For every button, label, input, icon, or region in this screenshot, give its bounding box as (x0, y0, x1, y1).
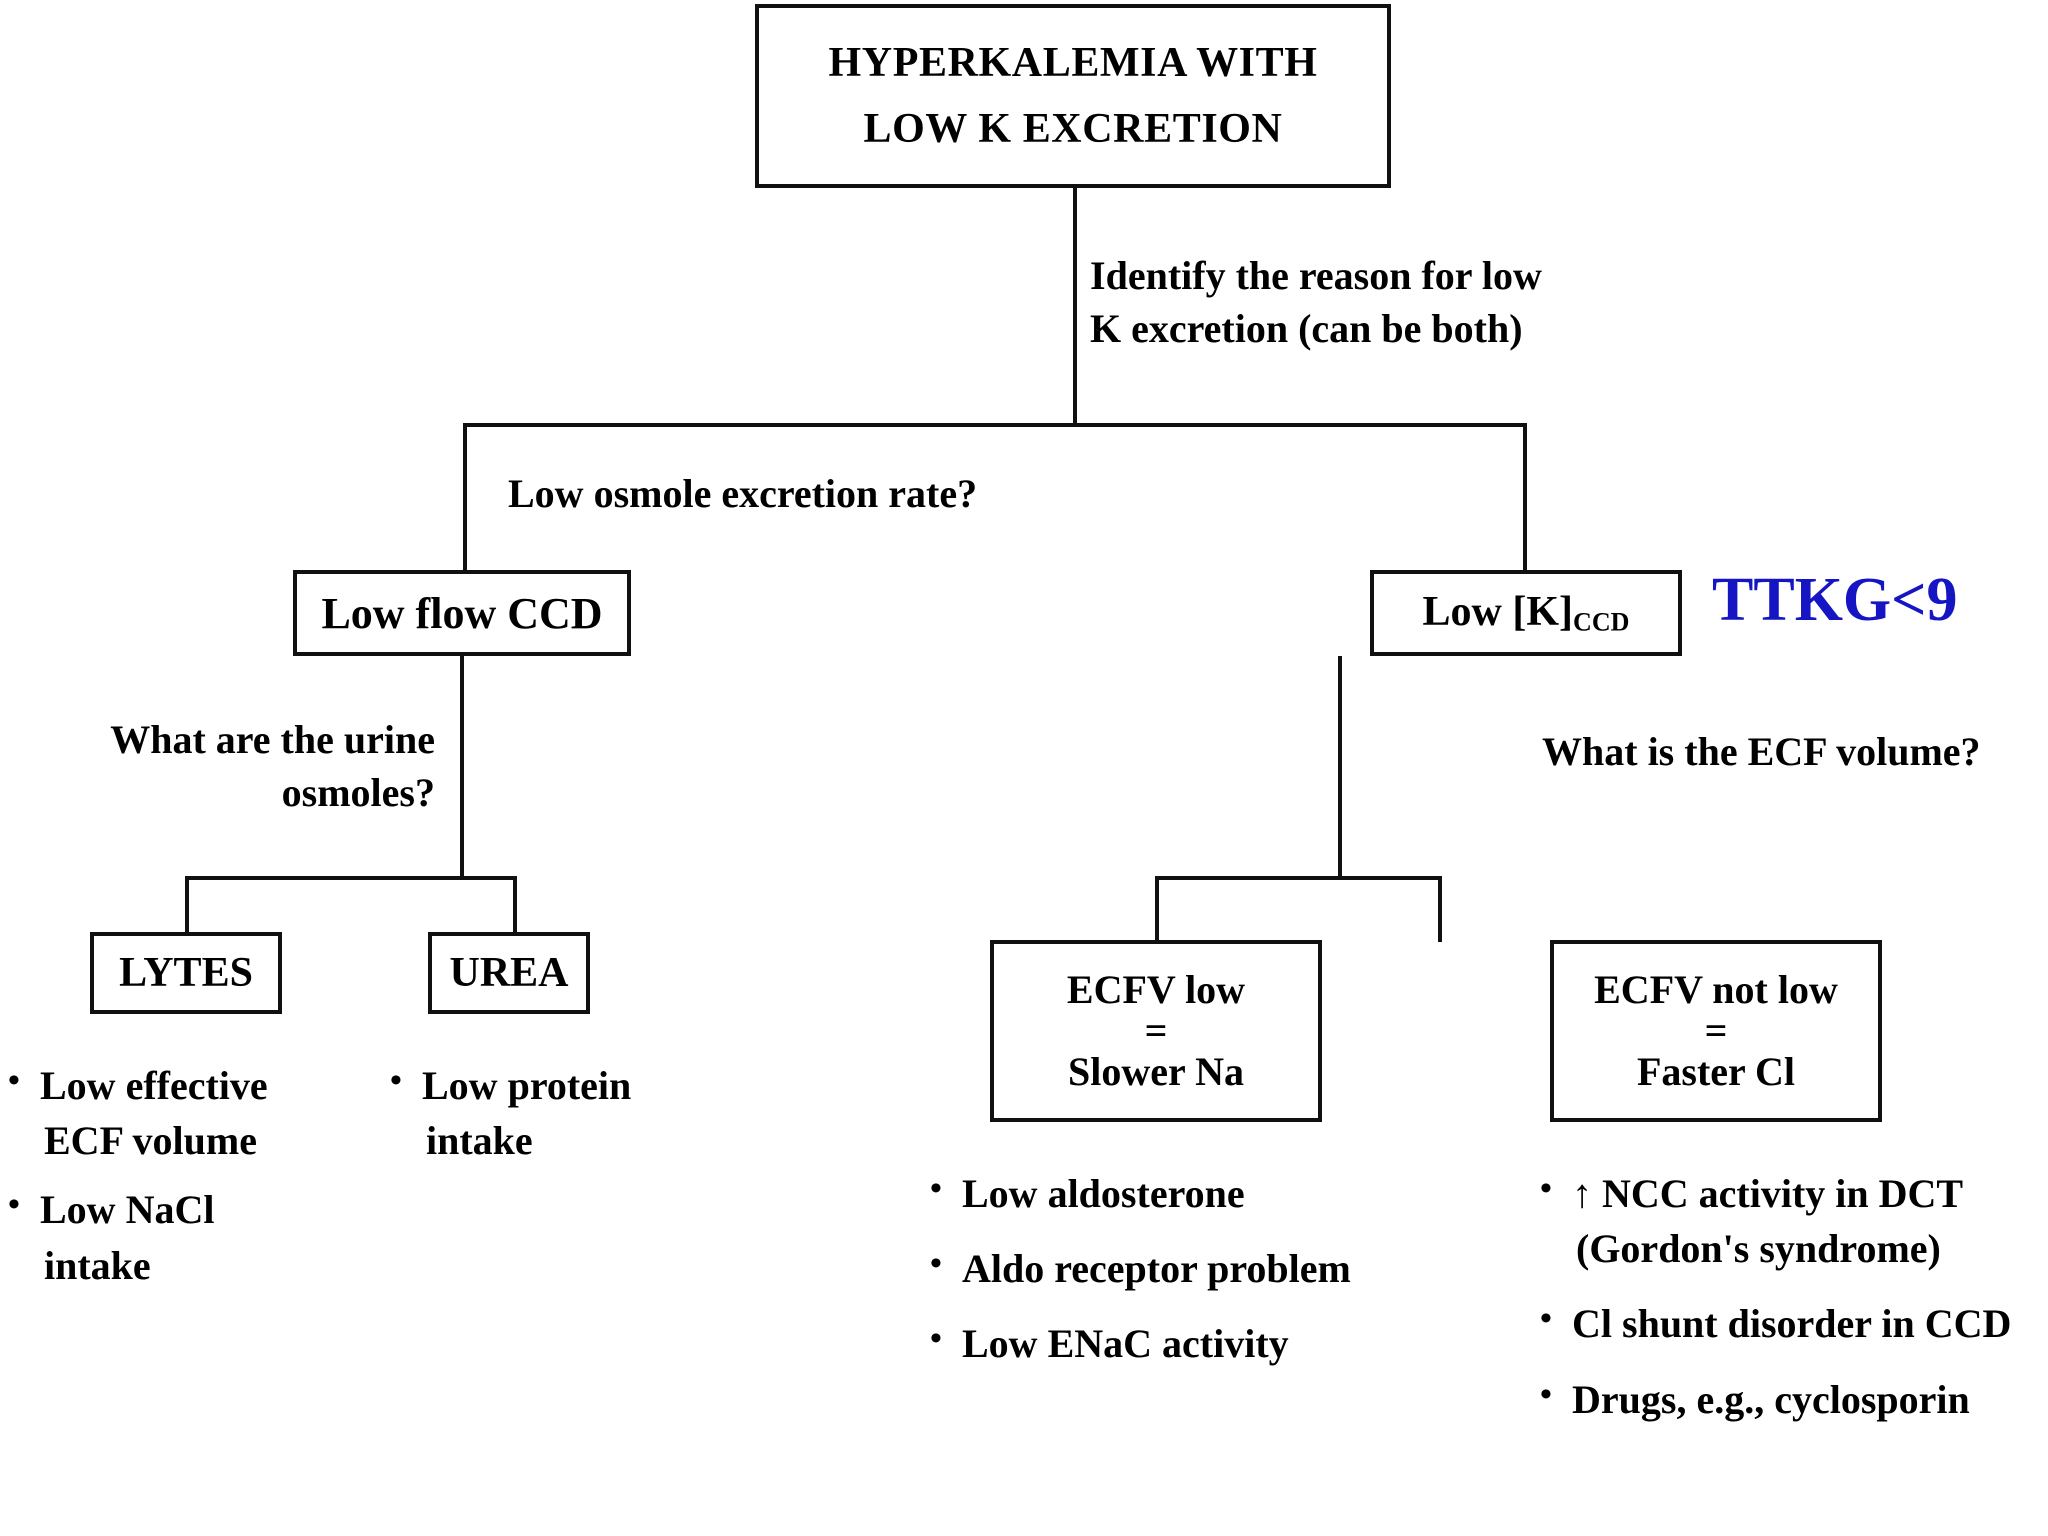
connector-ecfvnotlow-drop (1438, 876, 1442, 942)
connector-root-trunk (1073, 188, 1077, 427)
connector-level1-bar (463, 423, 1527, 427)
node-low-k-ccd: Low [K]CCD (1370, 570, 1682, 656)
bullet-dot-icon: • (1540, 1300, 1552, 1338)
list-item-line1: Drugs, e.g., cyclosporin (1572, 1376, 1970, 1422)
list-item-line2: (Gordon's syndrome) (1576, 1226, 1941, 1272)
node-low-k-ccd-subscript: CCD (1573, 608, 1630, 638)
connector-left-split-bar (185, 876, 517, 880)
bullet-list-ecfv-not-low: • ↑ NCC activity in DCT (Gordon's syndro… (1538, 1166, 2011, 1447)
bullet-list-urea: • Low protein intake (388, 1058, 631, 1182)
list-item-line1: Low effective (40, 1063, 268, 1108)
connector-lowk-drop (1338, 656, 1342, 880)
list-item-line2: intake (44, 1242, 151, 1288)
list-item: • Drugs, e.g., cyclosporin (1538, 1372, 2011, 1427)
root-title-line2: LOW K EXCRETION (863, 106, 1283, 152)
node-ecfv-low-line3: Slower Na (1068, 1049, 1244, 1094)
list-item-line1: Low aldosterone (962, 1171, 1245, 1216)
question-urine-osmoles: What are the urine osmoles? (55, 714, 435, 820)
list-item-line1: ↑ NCC activity in DCT (1572, 1171, 1964, 1216)
annotation-identify-line2: K excretion (can be both) (1090, 305, 1523, 351)
node-low-flow-ccd-label: Low flow CCD (321, 588, 603, 638)
list-item: • Low effective ECF volume (6, 1058, 268, 1168)
bullet-dot-icon: • (930, 1245, 942, 1283)
question-urine-osmoles-line2: osmoles? (281, 769, 435, 815)
list-item: • Aldo receptor problem (928, 1241, 1351, 1296)
list-item-line2: intake (426, 1118, 533, 1164)
node-hyperkalemia-root: HYPERKALEMIA WITH LOW K EXCRETION (755, 4, 1391, 188)
connector-lowflow-drop (460, 656, 464, 880)
list-item-line1: Aldo receptor problem (962, 1246, 1351, 1292)
bullet-dot-icon: • (390, 1062, 402, 1099)
node-lytes: LYTES (90, 932, 282, 1014)
node-ecfv-not-low-line3: Faster Cl (1636, 1049, 1796, 1094)
connector-lytes-drop (185, 876, 189, 934)
node-low-k-ccd-main: Low [K] (1422, 589, 1574, 636)
bullet-dot-icon: • (930, 1320, 942, 1358)
list-item-line1: Cl shunt disorder in CCD (1572, 1301, 2012, 1347)
node-low-flow-ccd: Low flow CCD (293, 570, 631, 656)
connector-level1-right-drop (1523, 423, 1527, 572)
node-low-k-ccd-label: Low [K]CCD (1423, 586, 1630, 639)
connector-level1-left-drop (463, 423, 467, 572)
list-item-line1: Low ENaC activity (962, 1321, 1289, 1367)
annotation-identify-line1: Identify the reason for low (1090, 253, 1542, 298)
connector-ecfvlow-drop (1155, 876, 1159, 942)
bullet-dot-icon: • (8, 1186, 20, 1224)
annotation-ttkg: TTKG<9 (1712, 566, 1958, 634)
question-low-osmole-excretion-rate: Low osmole excretion rate? (508, 471, 978, 516)
node-ecfv-not-low-line1: ECFV not low (1594, 967, 1838, 1012)
node-ecfv-low-line1: ECFV low (1066, 967, 1246, 1012)
connector-urea-drop (513, 876, 517, 934)
list-item-line1: Low protein (422, 1063, 632, 1108)
question-urine-osmoles-line1: What are the urine (110, 717, 435, 762)
bullet-list-lytes: • Low effective ECF volume • Low NaCl in… (6, 1058, 268, 1307)
bullet-dot-icon: • (1540, 1170, 1552, 1207)
connector-right-split-bar (1155, 876, 1442, 880)
list-item: • Low aldosterone (928, 1166, 1351, 1221)
node-urea-label: UREA (449, 949, 569, 996)
list-item: • ↑ NCC activity in DCT (Gordon's syndro… (1538, 1166, 2011, 1276)
list-item: • Low ENaC activity (928, 1316, 1351, 1371)
node-ecfv-not-low-equals: = (1704, 1008, 1728, 1053)
list-item: • Low protein intake (388, 1058, 631, 1168)
root-title-line1: HYPERKALEMIA WITH (828, 39, 1318, 86)
bullet-list-ecfv-low: • Low aldosterone • Aldo receptor proble… (928, 1166, 1351, 1392)
node-lytes-label: LYTES (119, 949, 253, 996)
node-ecfv-not-low: ECFV not low = Faster Cl (1550, 940, 1882, 1122)
question-ecf-volume: What is the ECF volume? (1542, 729, 1981, 774)
bullet-dot-icon: • (1540, 1375, 1552, 1413)
node-ecfv-low: ECFV low = Slower Na (990, 940, 1322, 1122)
list-item: • Low NaCl intake (6, 1182, 268, 1292)
annotation-identify-reason: Identify the reason for low K excretion … (1090, 250, 1542, 356)
node-ecfv-low-equals: = (1144, 1008, 1168, 1053)
list-item-line1: Low NaCl (40, 1187, 215, 1233)
bullet-dot-icon: • (8, 1062, 20, 1099)
list-item: • Cl shunt disorder in CCD (1538, 1296, 2011, 1351)
bullet-dot-icon: • (930, 1170, 942, 1207)
node-urea: UREA (428, 932, 590, 1014)
list-item-line2: ECF volume (44, 1118, 257, 1164)
